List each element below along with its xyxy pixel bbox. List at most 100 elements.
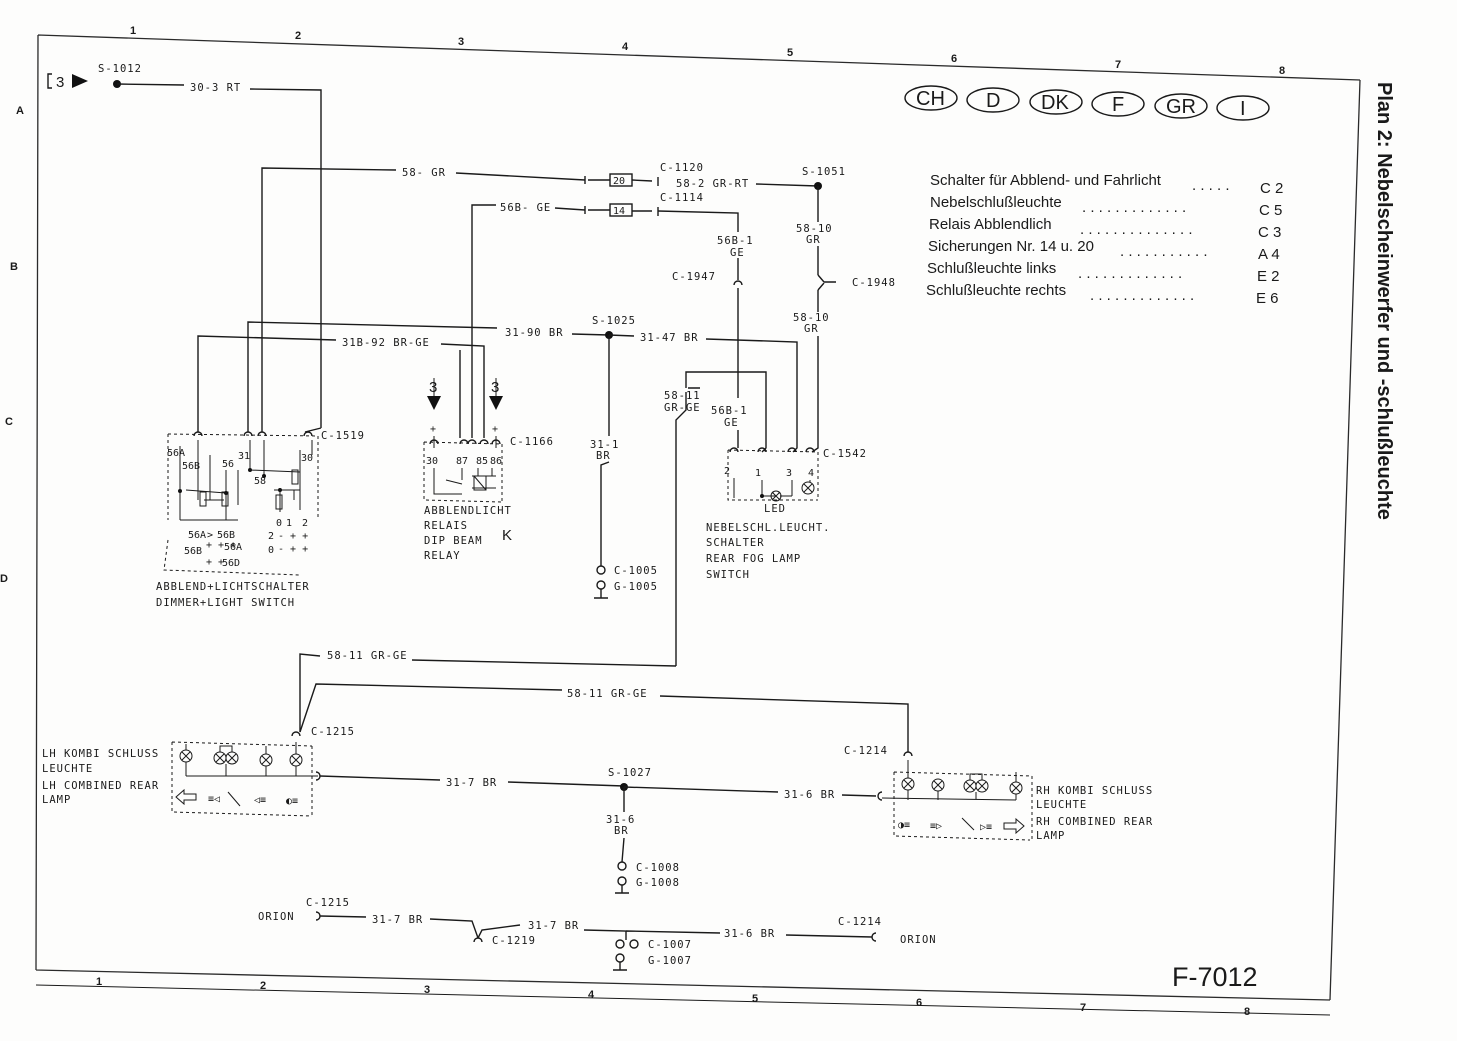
pin-31: 31 xyxy=(238,451,250,462)
grid-bcol-5: 5 xyxy=(752,993,758,1005)
wire-56b1a-color: GE xyxy=(730,247,745,259)
svg-text:≡▷: ≡▷ xyxy=(930,821,942,832)
wire-31b-92-label: 31B-92 BR-GE xyxy=(342,337,430,349)
country-ch: CH xyxy=(916,88,945,110)
ground-g1005 xyxy=(594,589,608,599)
country-dk: DK xyxy=(1041,92,1069,114)
connector-c1947-label: C-1947 xyxy=(672,271,716,283)
orion-c1214-label: C-1214 xyxy=(838,916,882,928)
document-id: F-7012 xyxy=(1172,962,1258,992)
connector-c1542-label: C-1542 xyxy=(823,448,867,460)
legend-ref-4: A 4 xyxy=(1258,246,1280,263)
pin-56: 56 xyxy=(222,459,234,470)
pin-56a: 56A xyxy=(167,448,185,459)
wire-58-10b-label: 58-10 xyxy=(793,312,830,324)
orion-wire-31-7a-label: 31-7 BR xyxy=(372,914,423,926)
svg-text:◁≡: ◁≡ xyxy=(254,795,266,806)
fuse-20-input xyxy=(584,176,610,184)
country-d: D xyxy=(986,90,1000,112)
wire-58-gr xyxy=(261,167,586,432)
wire-31-1-color: BR xyxy=(596,450,611,462)
legend-ref-5: E 2 xyxy=(1257,268,1280,285)
pin-58: 58 xyxy=(254,476,266,487)
grid-bcol-1: 1 xyxy=(96,976,102,988)
svg-text:▷≡: ▷≡ xyxy=(980,822,992,833)
rh-combined-rear-lamp: ◑≡ ≡▷ ▷≡ RH KOMBI SCHLUSS LEUCHTE RH COM… xyxy=(881,751,1153,842)
connector-c1947 xyxy=(733,280,743,286)
fog-pin-4: 4 xyxy=(808,468,814,479)
switch-pos-1: 1 xyxy=(286,518,292,529)
switch-row-2: 2 xyxy=(268,531,274,542)
wire-31-6 xyxy=(623,786,877,797)
orion-wire-31-7b xyxy=(583,929,873,940)
svg-text:- + +: - + + xyxy=(278,544,308,555)
connector-c1005 xyxy=(596,565,606,575)
rh-lamp-label-3: RH COMBINED REAR xyxy=(1036,816,1153,828)
ground-g1005-ring xyxy=(596,580,606,590)
legend: Schalter für Abblend- und Fahrlicht . . … xyxy=(926,172,1283,307)
ref-mark-number: 3 xyxy=(56,74,64,91)
wire-58-10a-color: GR xyxy=(806,234,821,246)
svg-text:◐≡: ◐≡ xyxy=(286,796,298,807)
wire-58-11a-color: GR-GE xyxy=(664,402,701,414)
wire-31-47 xyxy=(608,334,798,453)
country-oval-ch xyxy=(904,85,958,111)
wire-31-47-label: 31-47 BR xyxy=(640,332,699,344)
wire-58-2-label: 58-2 GR-RT xyxy=(676,178,749,190)
grid-side: A B C D xyxy=(0,105,24,585)
svg-text:>: > xyxy=(207,530,213,541)
switch-pos-56b-2: 56B xyxy=(184,546,202,557)
ref-mark-top: 3 xyxy=(47,73,88,91)
wire-58-gr-label: 58- GR xyxy=(402,167,446,179)
wire-31-6-ground xyxy=(621,787,625,863)
splice-s1027-label: S-1027 xyxy=(608,767,652,779)
splice-s1012-label: S-1012 xyxy=(98,63,142,75)
country-codes: CH D DK F GR I xyxy=(904,85,1270,121)
grid-col-7: 7 xyxy=(1115,59,1121,71)
fuse-14-label: 14 xyxy=(613,206,625,217)
grid-col-3: 3 xyxy=(458,36,464,48)
switch-pos-56b: 56B xyxy=(217,530,235,541)
country-oval-d xyxy=(966,87,1020,113)
svg-text:- + +: - + + xyxy=(278,531,308,542)
rear-fog-lamp-switch: C-1542 2 1 3 4 LED NEBELSCHL.LEUCHT. SCH… xyxy=(706,447,867,581)
fuse-20-label: 20 xyxy=(613,176,625,187)
legend-ref-6: E 6 xyxy=(1256,290,1279,307)
legend-dots-1: . . . . . xyxy=(1192,177,1230,194)
dimmer-switch-label-de: ABBLEND+LICHTSCHALTER xyxy=(156,581,310,593)
country-oval-i xyxy=(1216,95,1270,121)
relay-label-2: RELAIS xyxy=(424,520,468,532)
wire-31-1-label: 31-1 xyxy=(590,439,619,451)
svg-text:+ +: + + xyxy=(206,557,224,568)
orion-left-label: ORION xyxy=(258,911,295,923)
wire-56b1b-color: GE xyxy=(724,417,739,429)
wire-58-10a-label: 58-10 xyxy=(796,223,833,235)
orion-c1215-label: C-1215 xyxy=(306,897,350,909)
svg-text:+ + +: + + + xyxy=(206,540,236,551)
wire-56b-1-upper xyxy=(657,210,739,280)
wire-31-90 xyxy=(247,321,610,432)
orion-wire-31-7b-label: 31-7 BR xyxy=(528,920,579,932)
wire-31-7 xyxy=(319,775,625,787)
switch-pos-2: 2 xyxy=(302,518,308,529)
connector-c1114-label: C-1114 xyxy=(660,192,704,204)
svg-text:≡◁: ≡◁ xyxy=(208,794,220,805)
rh-lamp-label-1: RH KOMBI SCHLUSS xyxy=(1036,785,1153,797)
connector-c1166-label: C-1166 xyxy=(510,436,554,448)
dip-beam-relay: 3 3 + + C-1166 30 87 85 86 ABBLENDLICHT … xyxy=(423,378,554,562)
country-oval-gr xyxy=(1154,93,1208,119)
ground-g1008-ring xyxy=(617,876,627,886)
wire-31-6v-color: BR xyxy=(614,825,629,837)
fog-switch-label-2: SCHALTER xyxy=(706,537,765,549)
orion-wire-31-7a xyxy=(319,915,521,939)
connector-c1948-label: C-1948 xyxy=(852,277,896,289)
grid-bcol-6: 6 xyxy=(916,997,922,1009)
relay-label-3: DIP BEAM xyxy=(424,535,483,547)
relay-pin-87: 87 xyxy=(456,456,468,467)
splice-s1051-label: S-1051 xyxy=(802,166,846,178)
country-f: F xyxy=(1112,94,1124,116)
grid-bcol-2: 2 xyxy=(260,980,266,992)
legend-name-5: Schlußleuchte links xyxy=(927,260,1056,277)
lh-combined-rear-lamp: ≡◁ ◁≡ ◐≡ LH KOMBI SCHLUSS LEUCHTE LH COM… xyxy=(42,731,318,817)
